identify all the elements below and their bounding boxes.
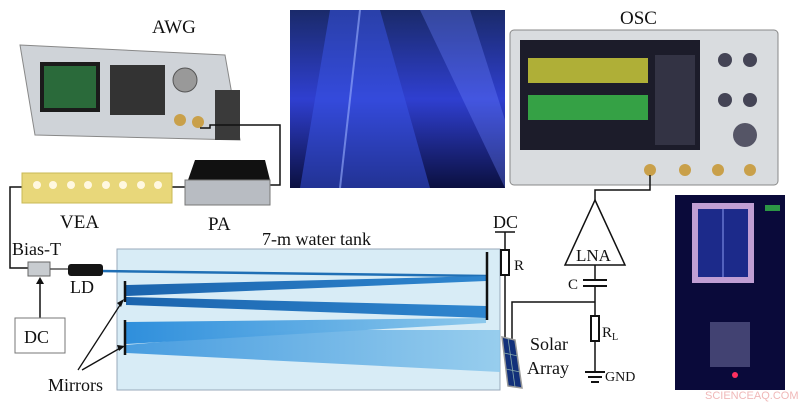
pa-device: [184, 160, 271, 206]
oscilloscope-photo: [509, 29, 779, 186]
tank-label: 7-m water tank: [262, 229, 371, 249]
watermark: SCIENCEAQ.COM: [705, 390, 799, 402]
array-label: Array: [527, 358, 569, 378]
solar-array: [501, 336, 523, 389]
gnd-label: GND: [605, 370, 635, 385]
bias-t-label: Bias-T: [12, 239, 61, 259]
dc-source-left: [14, 317, 66, 354]
resistor-r: [500, 249, 510, 276]
r-label: R: [514, 258, 524, 274]
ld-label: LD: [70, 277, 94, 297]
beam-pass-4: [126, 330, 500, 372]
water-tank-photo: [290, 9, 505, 189]
resistor-rl: [590, 315, 600, 342]
mirrors-label: Mirrors: [48, 375, 103, 395]
vea-to-biast-cable: [9, 186, 28, 269]
awg-photo: [19, 44, 241, 141]
vea-device: [21, 172, 173, 204]
laser-diode: [68, 264, 103, 276]
beam-pass-1: [126, 276, 486, 296]
c-label: C: [568, 277, 578, 293]
vea-label: VEA: [60, 212, 99, 233]
beam-pass-2: [126, 297, 486, 318]
awg-label: AWG: [152, 17, 196, 38]
bias-t-device: [27, 261, 51, 277]
awg-to-pa-cable: [200, 124, 281, 186]
osc-label: OSC: [620, 8, 657, 29]
solar-panel-photo: [675, 195, 785, 390]
laser-beam-incident: [99, 269, 487, 278]
lna-label: LNA: [576, 246, 612, 265]
dc-left-label: DC: [24, 327, 49, 347]
dc-right-label: DC: [493, 212, 518, 232]
rl-label: RL: [602, 325, 618, 343]
solar-label: Solar: [530, 334, 568, 354]
pa-label: PA: [208, 214, 231, 235]
